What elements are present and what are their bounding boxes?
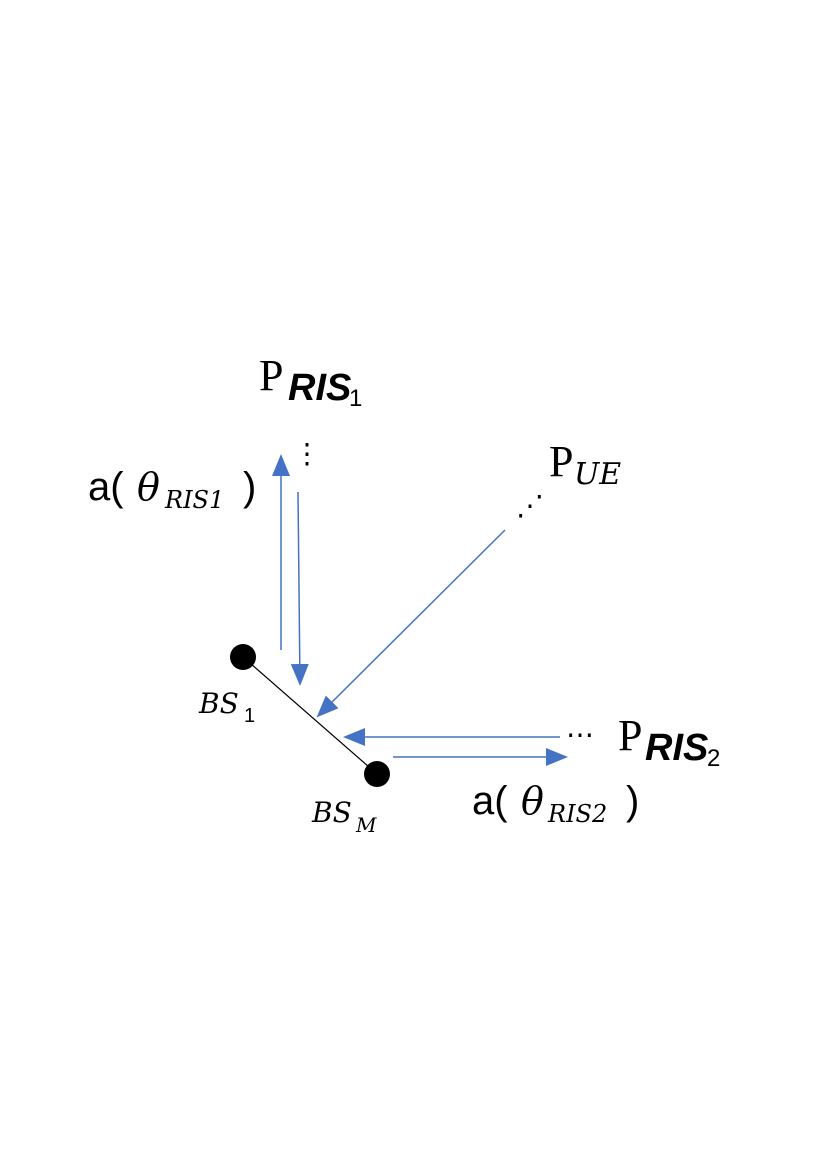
p-ris2-label: P RIS 2	[618, 711, 720, 772]
p-ris1-label: P RIS 1	[259, 351, 362, 412]
bs1-sub: 1	[244, 705, 255, 727]
p-ris2-sub: RIS	[645, 727, 708, 769]
bs1-label: BS 1	[198, 687, 255, 727]
a-ris1-theta: θ	[137, 465, 160, 509]
a-theta-ris1-label: a( θ RIS1 )	[88, 465, 256, 514]
p-ue-label: P UE	[549, 437, 621, 492]
bsm-sub: M	[355, 813, 377, 837]
a-ris2-sub: RIS2	[547, 800, 607, 828]
p-ue-main: P	[549, 437, 573, 486]
ellipsis-ue: ⋰	[516, 490, 544, 521]
bs1-node	[230, 644, 256, 670]
a-ris1-prefix: a(	[88, 465, 124, 509]
bsm-main: BS	[311, 796, 352, 829]
p-ris2-main: P	[618, 711, 642, 760]
a-ris2-theta: θ	[521, 779, 544, 823]
p-ris1-main: P	[259, 351, 283, 400]
bs-array-line	[242, 656, 378, 775]
ellipsis-ris2: ⋯	[566, 719, 594, 750]
p-ris2-subsub: 2	[707, 745, 720, 772]
arrow-from-ue	[316, 529, 506, 718]
ellipsis-ris1: ⋮	[293, 438, 321, 469]
a-ris1-suffix: )	[243, 465, 256, 509]
p-ris1-subsub: 1	[349, 385, 362, 412]
a-theta-ris2-label: a( θ RIS2 )	[472, 779, 639, 828]
a-ris1-sub: RIS1	[164, 486, 224, 514]
bs1-main: BS	[198, 687, 239, 720]
bsm-label: BS M	[311, 796, 377, 837]
p-ue-sub: UE	[574, 457, 621, 492]
a-ris2-prefix: a(	[472, 779, 508, 823]
a-ris2-suffix: )	[626, 779, 639, 823]
bsm-node	[364, 761, 390, 787]
arrow-down-from-ris1	[290, 491, 309, 686]
p-ris1-sub: RIS	[288, 367, 351, 409]
